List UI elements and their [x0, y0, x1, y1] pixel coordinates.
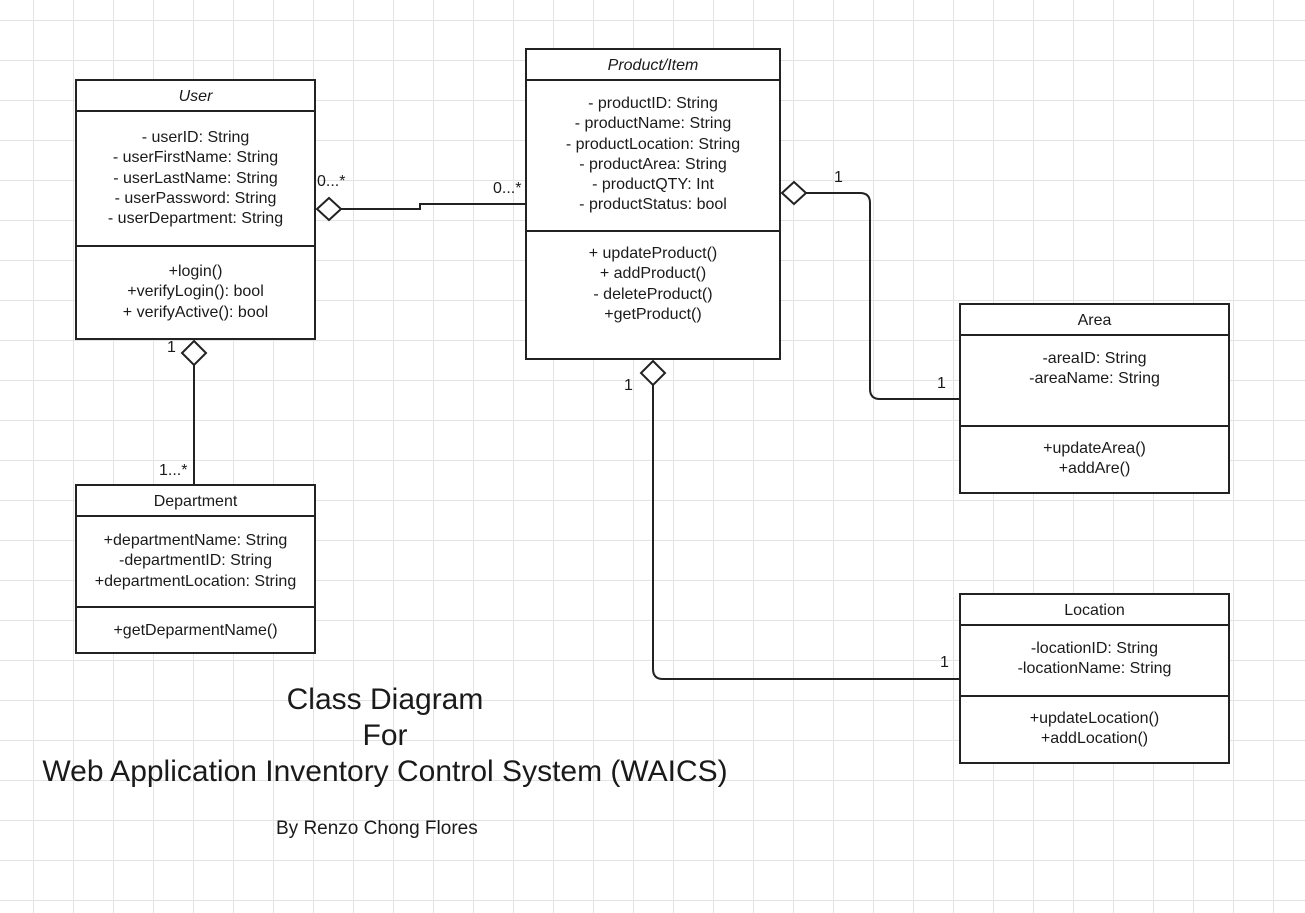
class-area: Area -areaID: String -areaName: String +… [959, 303, 1230, 494]
attribute: - productQTY: Int [592, 176, 714, 194]
multiplicity-user-product-product-end: 0...* [493, 180, 522, 197]
attribute: - productArea: String [579, 155, 727, 173]
attribute: - productName: String [574, 115, 732, 133]
methods-section: +updateArea() +addAre() [961, 427, 1228, 480]
class-name: Product/Item [527, 50, 779, 81]
class-user: User - userID: String - userFirstName: S… [75, 79, 316, 340]
multiplicity-user-product-user-end: 0...* [317, 173, 346, 190]
multiplicity-product-location-location-end: 1 [940, 654, 949, 671]
attribute: +departmentLocation: String [94, 572, 297, 590]
attribute: +departmentName: String [103, 532, 288, 549]
multiplicity-product-location-product-end: 1 [624, 377, 633, 394]
method: +getProduct() [604, 305, 702, 323]
diagram-title: Class Diagram For Web Application Invent… [0, 682, 770, 790]
attribute: - userID: String [141, 129, 250, 146]
method: + addProduct() [599, 265, 707, 283]
attributes-section: +departmentName: String -departmentID: S… [77, 517, 314, 608]
methods-section: +login() +verifyLogin(): bool + verifyAc… [77, 247, 314, 323]
multiplicity-user-department-user-end: 1 [167, 339, 176, 356]
attributes-section: -areaID: String -areaName: String [961, 336, 1228, 427]
attribute: -locationName: String [1017, 660, 1172, 678]
class-name: Department [77, 486, 314, 517]
aggregation-diamond-user-bottom [180, 339, 208, 367]
assoc-line-user-product [341, 203, 525, 210]
attribute: - userPassword: String [114, 189, 277, 207]
multiplicity-product-area-area-end: 1 [937, 375, 946, 392]
attribute: - userLastName: String [113, 169, 278, 187]
attribute: - userDepartment: String [107, 210, 284, 228]
multiplicity-product-area-product-end: 1 [834, 169, 843, 186]
aggregation-diamond-user [315, 196, 343, 222]
method: - deleteProduct() [593, 285, 713, 303]
multiplicity-user-department-department-end: 1...* [159, 462, 188, 479]
method: +updateArea() [1043, 440, 1146, 457]
title-line-1: Class Diagram [286, 683, 484, 716]
class-name: Location [961, 595, 1228, 626]
title-line-2: For [362, 719, 408, 752]
class-name: Area [961, 305, 1228, 336]
methods-section: +getDeparmentName() [77, 608, 314, 641]
attribute: - productStatus: bool [579, 196, 727, 214]
method: +login() [168, 263, 223, 280]
methods-section: + updateProduct() + addProduct() - delet… [527, 232, 779, 325]
assoc-line-product-area [806, 192, 960, 400]
attribute: -departmentID: String [119, 552, 272, 570]
class-location: Location -locationID: String -locationNa… [959, 593, 1230, 764]
assoc-line-product-location [652, 385, 960, 680]
attribute: -locationID: String [1030, 640, 1159, 657]
class-product-item: Product/Item - productID: String - produ… [525, 48, 781, 360]
author-credit: By Renzo Chong Flores [276, 818, 478, 839]
aggregation-diamond-product-right [780, 180, 808, 206]
attribute: -areaID: String [1042, 350, 1147, 367]
attributes-section: -locationID: String -locationName: Strin… [961, 626, 1228, 697]
method: +getDeparmentName() [113, 622, 278, 639]
attribute: - productLocation: String [565, 135, 741, 153]
aggregation-diamond-product-bottom [639, 359, 667, 387]
method: +verifyLogin(): bool [127, 283, 264, 301]
attribute: - userFirstName: String [112, 149, 279, 167]
method: +addLocation() [1040, 730, 1149, 748]
class-department: Department +departmentName: String -depa… [75, 484, 316, 654]
title-line-3: Web Application Inventory Control System… [42, 755, 728, 788]
method: +updateLocation() [1029, 710, 1160, 727]
attribute: - productID: String [588, 95, 718, 112]
method: +addAre() [1058, 460, 1131, 478]
attribute: -areaName: String [1029, 370, 1160, 388]
class-name: User [77, 81, 314, 112]
attributes-section: - userID: String - userFirstName: String… [77, 112, 314, 247]
methods-section: +updateLocation() +addLocation() [961, 697, 1228, 750]
attributes-section: - productID: String - productName: Strin… [527, 81, 779, 232]
method: + verifyActive(): bool [122, 303, 269, 321]
method: + updateProduct() [588, 245, 718, 262]
